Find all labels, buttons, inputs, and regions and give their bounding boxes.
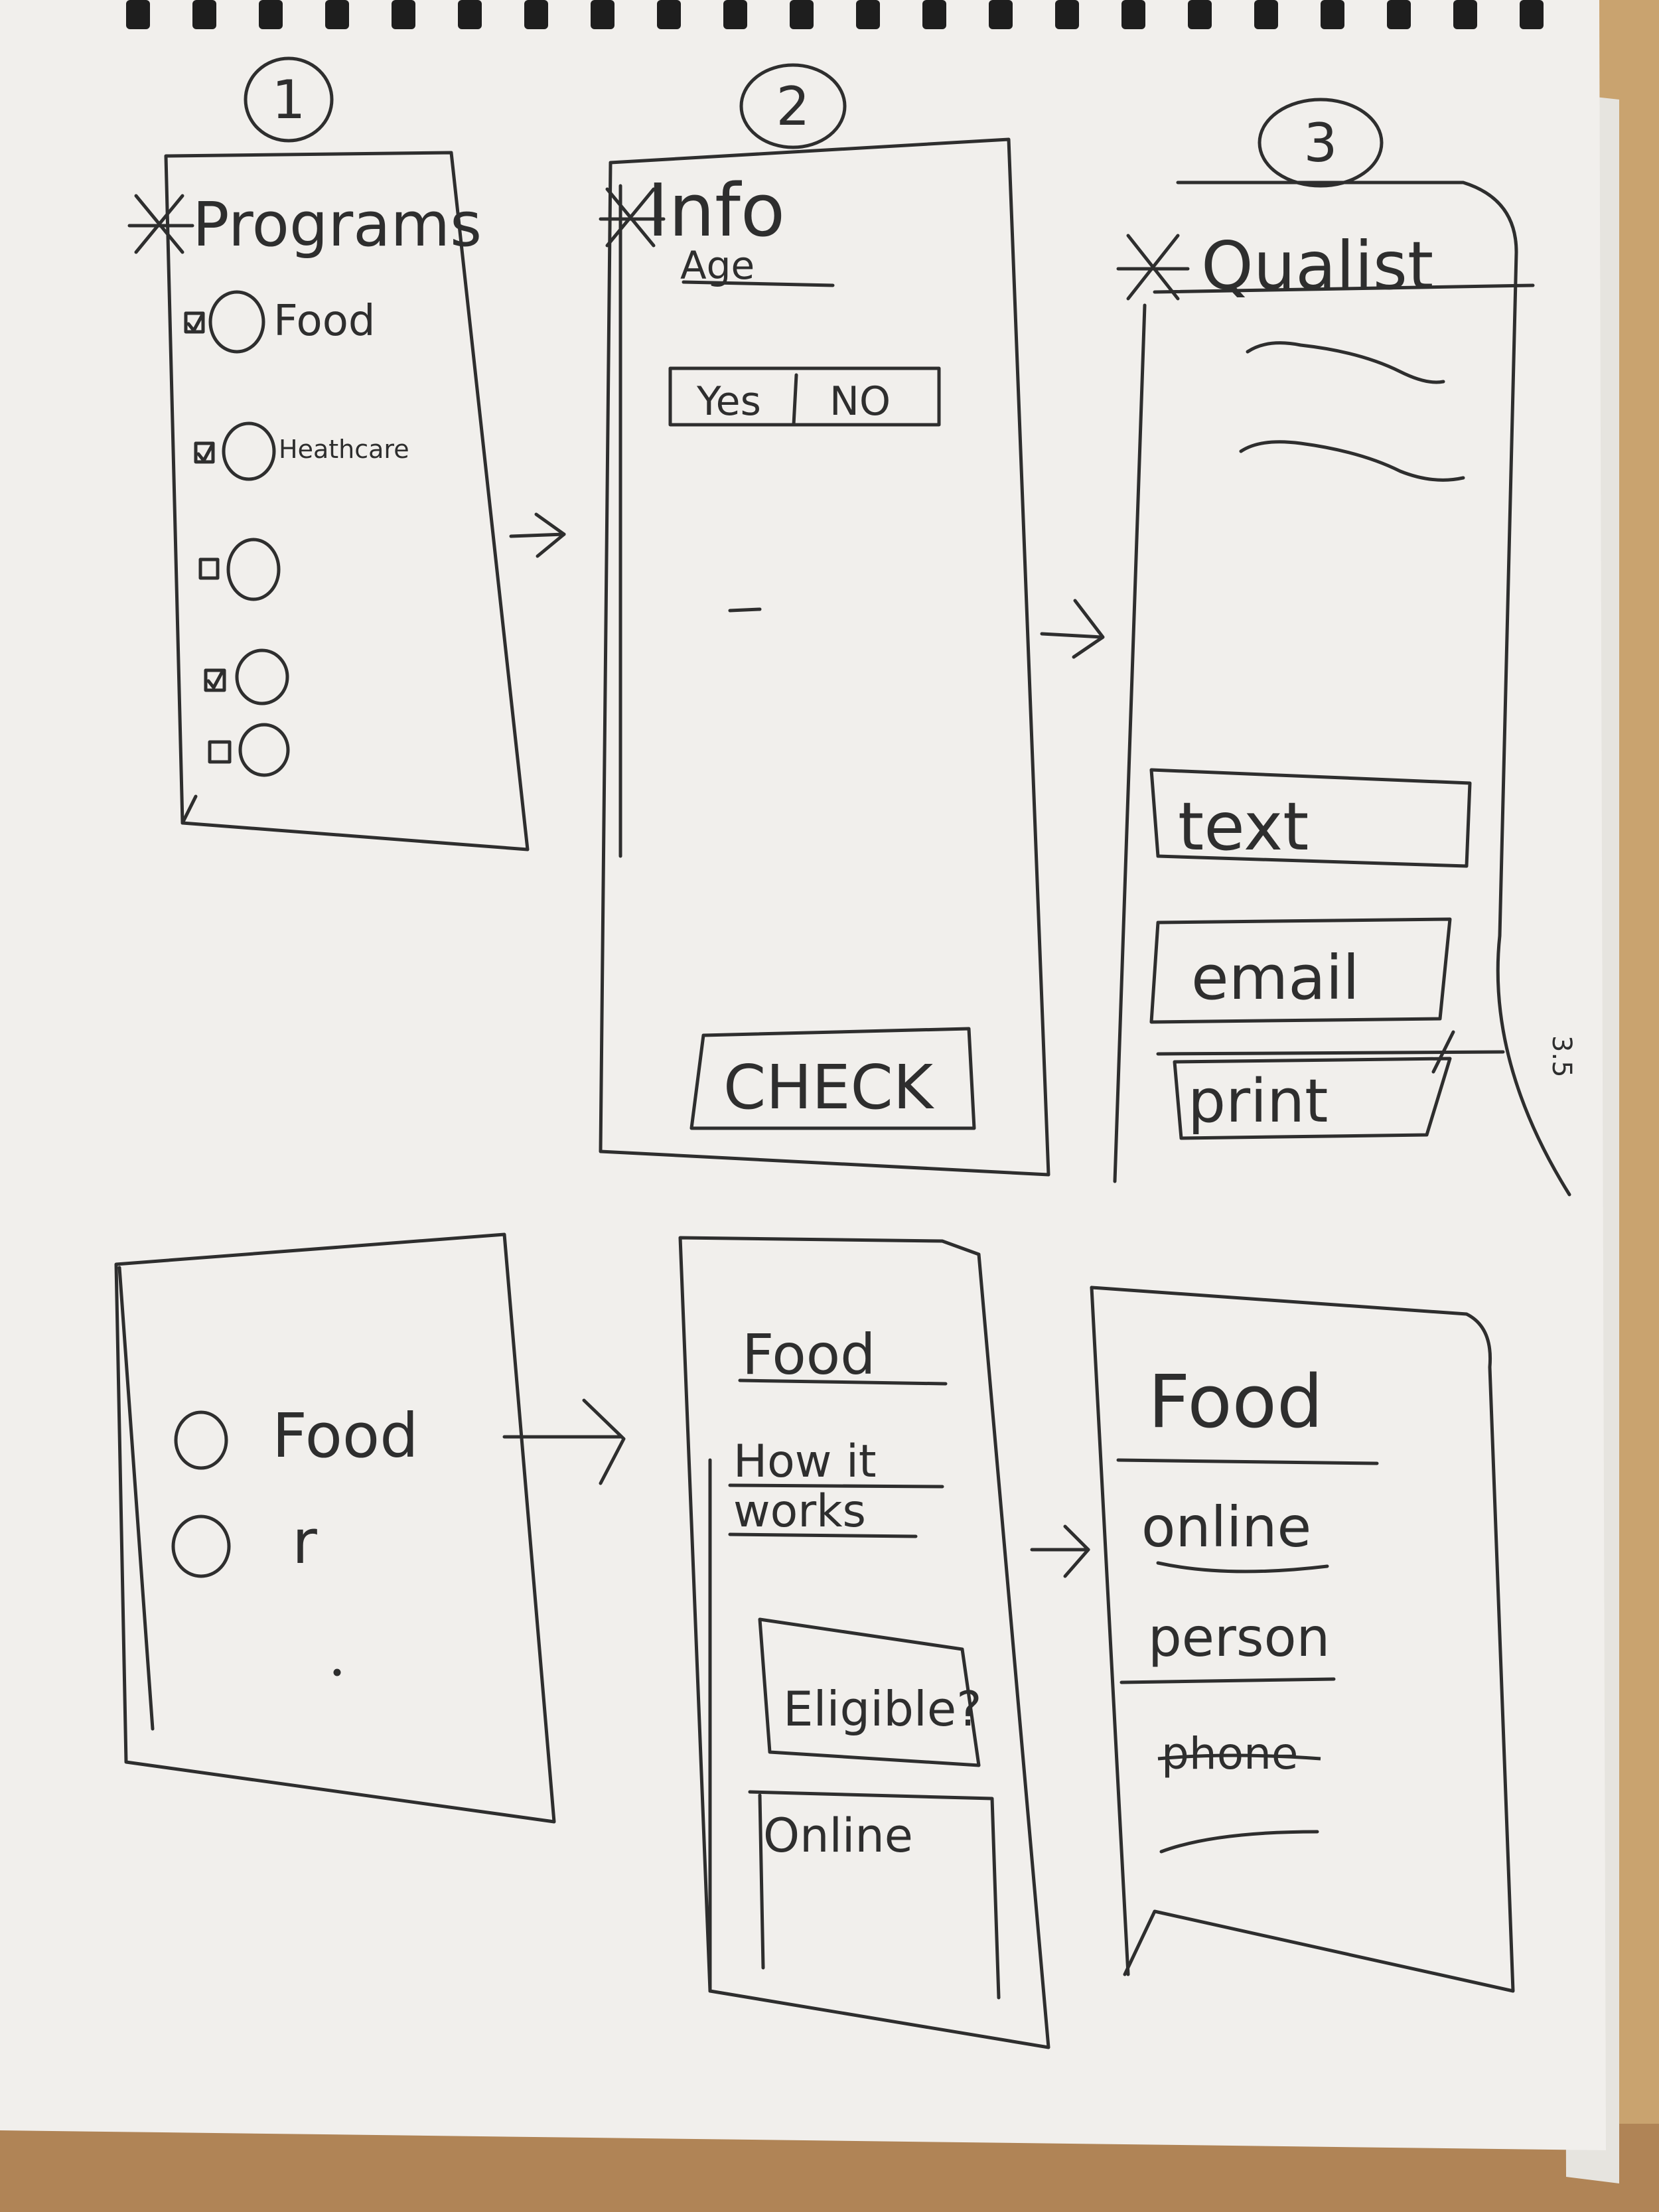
spiral-binding bbox=[126, 0, 1544, 29]
program-icon-placeholder bbox=[235, 648, 289, 705]
step-number-circle bbox=[244, 56, 334, 143]
arrow-right-icon bbox=[1030, 1524, 1090, 1578]
screen-5-frame bbox=[678, 1236, 1050, 2049]
title-underline bbox=[1116, 1458, 1379, 1465]
how-it-works-link[interactable]: How it bbox=[733, 1436, 877, 1488]
phone-link[interactable]: phone bbox=[1161, 1728, 1299, 1779]
online-link[interactable]: online bbox=[1141, 1495, 1311, 1560]
how-it-works-underline bbox=[728, 1483, 944, 1489]
screen-6-title: Food bbox=[1148, 1359, 1323, 1444]
title-underline bbox=[738, 1378, 948, 1386]
radio-icon[interactable] bbox=[171, 1514, 231, 1578]
screen-3-qualist bbox=[1113, 98, 1571, 1197]
program-row-5[interactable] bbox=[208, 723, 290, 777]
step-number: 3 bbox=[1304, 112, 1338, 174]
yes-no-toggle[interactable] bbox=[668, 366, 941, 427]
step-number: 1 bbox=[272, 69, 306, 131]
online-label: Online bbox=[763, 1808, 913, 1863]
phone-strike bbox=[1157, 1753, 1321, 1761]
program-icon-placeholder bbox=[208, 290, 265, 354]
program-row-4[interactable] bbox=[204, 648, 289, 705]
checkbox-icon[interactable] bbox=[198, 557, 220, 580]
placeholder-line bbox=[1239, 440, 1465, 482]
option-label: r bbox=[292, 1507, 317, 1578]
screen-2-frame bbox=[599, 137, 1050, 1177]
age-label: Age bbox=[680, 243, 755, 288]
arrow-right-icon bbox=[502, 1398, 626, 1485]
required-star-icon bbox=[1116, 234, 1190, 301]
program-label: Food bbox=[273, 297, 375, 346]
screen-3-frame-right bbox=[1176, 181, 1571, 1197]
required-star-icon bbox=[127, 194, 194, 254]
screen-2-info bbox=[599, 63, 1050, 1177]
margin-note: 3.5 bbox=[1546, 1035, 1577, 1078]
text-button-outline[interactable] bbox=[1149, 768, 1472, 868]
program-icon-placeholder bbox=[222, 421, 276, 481]
toggle-no-option[interactable]: NO bbox=[830, 378, 891, 425]
screen-2-title: Info bbox=[647, 168, 785, 253]
print-button-outline[interactable] bbox=[1173, 1057, 1452, 1140]
toggle-yes-option[interactable]: Yes bbox=[696, 378, 761, 425]
screen-5-food-detail bbox=[678, 1236, 1050, 2049]
screen-1-frame bbox=[164, 151, 530, 851]
program-icon-placeholder bbox=[226, 538, 281, 601]
screen-6-frame bbox=[1090, 1286, 1515, 1993]
title-strike bbox=[1153, 283, 1535, 294]
arrow-right-icon bbox=[509, 512, 566, 558]
email-button[interactable]: email bbox=[1191, 942, 1360, 1013]
print-button[interactable]: print bbox=[1188, 1067, 1328, 1136]
eligible-button[interactable]: Eligible? bbox=[783, 1681, 981, 1737]
age-underline bbox=[682, 280, 835, 287]
screen-5-title: Food bbox=[742, 1322, 875, 1387]
arrow-right-icon bbox=[1040, 599, 1105, 659]
online-underline bbox=[1156, 1561, 1329, 1574]
paper-sheet bbox=[0, 0, 1606, 2150]
how-it-works-underline bbox=[728, 1532, 918, 1538]
screen-1-title: Programs bbox=[192, 189, 482, 260]
toggle-divider bbox=[792, 373, 798, 427]
screen-4-frame bbox=[114, 1232, 556, 1824]
text-button[interactable]: text bbox=[1178, 788, 1309, 865]
program-row-1[interactable] bbox=[184, 290, 265, 354]
person-underline bbox=[1119, 1677, 1336, 1684]
program-label: Heathcare bbox=[279, 435, 409, 464]
online-box-outline[interactable] bbox=[748, 1790, 1001, 2000]
step-number-circle bbox=[1258, 98, 1384, 188]
checkbox-icon[interactable] bbox=[208, 740, 232, 764]
screen-4-options bbox=[114, 1232, 556, 1824]
placeholder-line bbox=[1246, 341, 1445, 384]
person-link[interactable]: person bbox=[1148, 1607, 1330, 1668]
email-button-outline[interactable] bbox=[1149, 917, 1452, 1024]
screen-1-programs bbox=[127, 56, 530, 851]
checkbox-checked-icon[interactable] bbox=[204, 668, 226, 692]
screen-3-frame-left bbox=[1113, 303, 1147, 1183]
program-row-3[interactable] bbox=[198, 538, 281, 601]
check-button-outline[interactable] bbox=[689, 1027, 976, 1130]
step-number-circle bbox=[739, 63, 847, 149]
option-label: Food bbox=[272, 1400, 419, 1471]
program-icon-placeholder bbox=[238, 723, 290, 777]
program-row-2[interactable] bbox=[194, 421, 276, 481]
screen-6-food-options bbox=[1090, 1286, 1515, 1993]
screen-3-title: Qualist bbox=[1201, 227, 1433, 305]
radio-icon[interactable] bbox=[174, 1410, 228, 1470]
placeholder-line bbox=[1159, 1830, 1319, 1854]
check-button[interactable]: CHECK bbox=[723, 1052, 935, 1123]
how-it-works-link[interactable]: works bbox=[733, 1485, 866, 1538]
eligible-button-outline[interactable] bbox=[758, 1617, 981, 1767]
step-number: 2 bbox=[776, 76, 810, 137]
required-star-icon bbox=[599, 187, 666, 248]
